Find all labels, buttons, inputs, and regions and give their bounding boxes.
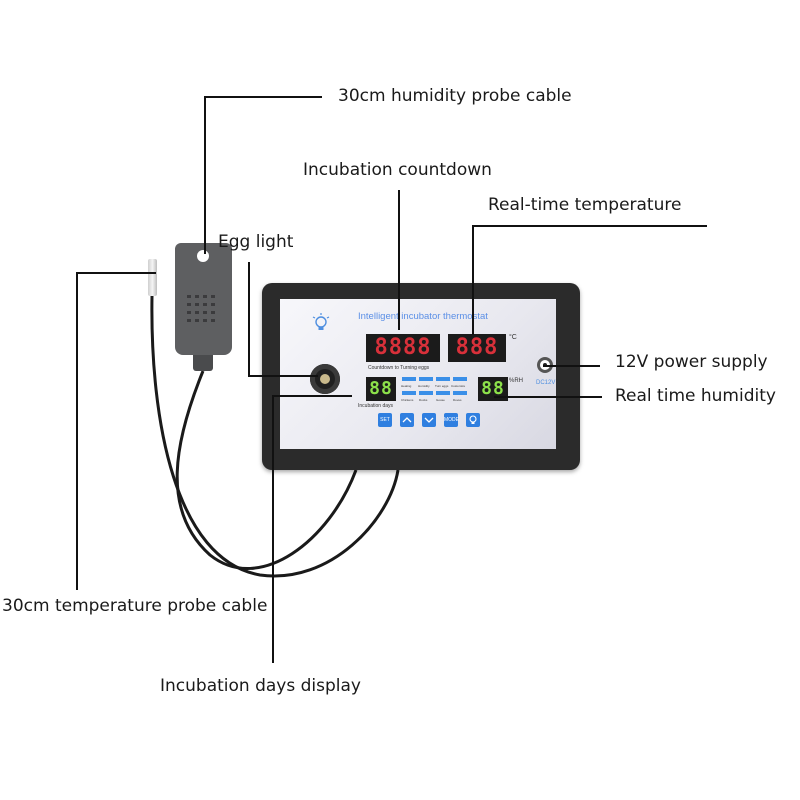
mode-label: Doves [453,398,462,402]
leader-line [272,395,274,663]
days-label: Incubation days [358,403,394,409]
leader-line [472,225,707,227]
leader-line [543,365,600,367]
leader-line [76,272,156,274]
mode-indicator [419,391,433,395]
egg-light-label: Egg light [218,232,294,252]
countdown-label: Countdown to Turning eggs [368,365,430,371]
leader-line [494,396,602,398]
leader-line [204,96,206,254]
chevron-up-icon [402,417,412,423]
down-button[interactable] [422,413,436,427]
front-panel: Intelligent incubator thermostat 8888 88… [280,299,556,449]
mode-label: Turn eggs [435,384,449,388]
humidity-label-callout: Real time humidity [615,386,776,406]
mode-button[interactable]: MODE [444,413,459,427]
leader-line [272,395,352,397]
leader-line [76,272,78,590]
bulb-icon [469,415,477,424]
mode-indicator [436,391,450,395]
humidity-display: 88 [478,377,508,401]
probe-cable-gland [193,355,213,371]
temperature-probe [148,259,157,296]
mode-label: Goose [436,398,445,402]
mode-indicator [419,377,433,381]
mode-label: Humidity [418,384,430,388]
panel-title: Intelligent incubator thermostat [358,311,488,322]
countdown-label-callout: Incubation countdown [303,160,492,180]
real-temp-label: Real-time temperature [488,195,682,215]
set-button[interactable]: SET [378,413,392,427]
mode-indicator [402,377,416,381]
humidity-probe [175,243,232,355]
mode-indicator [436,377,450,381]
mode-indicator [402,391,416,395]
power-label-callout: 12V power supply [615,352,768,372]
bulb-icon [312,313,330,330]
mode-label: Chickens [401,398,414,402]
days-display-label: Incubation days display [160,676,361,696]
mode-label: Customize [451,384,466,388]
humidity-unit: %RH [509,378,524,384]
mode-indicator [453,377,467,381]
egg-light[interactable] [310,364,340,394]
light-button[interactable] [466,413,480,427]
chevron-down-icon [424,417,434,423]
leader-line [248,262,250,377]
temperature-unit: °C [509,334,517,341]
countdown-display: 8888 [366,334,440,362]
mode-label: Ducks [419,398,428,402]
mode-indicator [453,391,467,395]
power-label: DC12V [536,380,556,386]
mode-label: Heating [401,384,412,388]
humidity-cable-label: 30cm humidity probe cable [338,86,572,106]
leader-line [398,190,400,330]
leader-line [204,96,322,98]
leader-line [248,375,318,377]
probe-vent-grille [187,295,215,322]
temperature-display: 888 [448,334,506,362]
probe-mount-hole [197,250,209,262]
days-display: 88 [366,377,396,401]
up-button[interactable] [400,413,414,427]
leader-line [472,225,474,335]
egg-light-lens [320,374,330,384]
temp-cable-label: 30cm temperature probe cable [2,596,268,616]
